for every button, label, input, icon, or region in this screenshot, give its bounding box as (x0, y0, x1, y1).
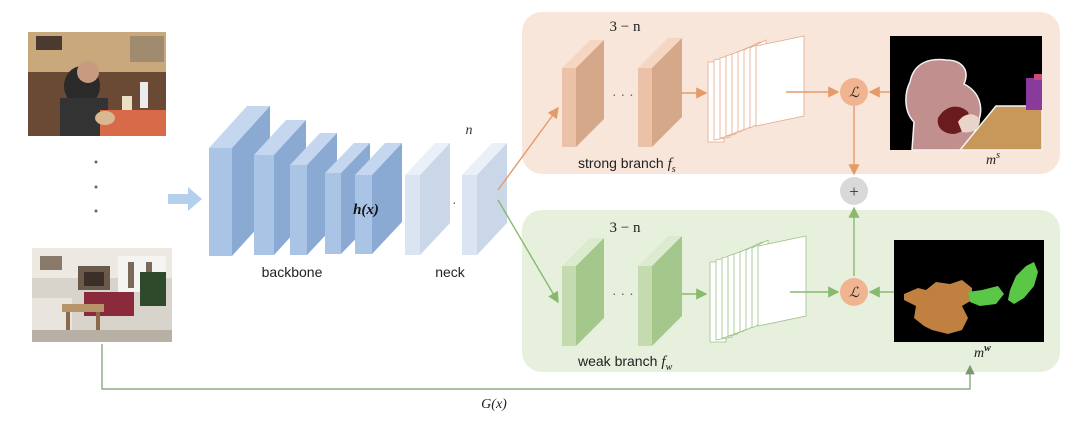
strong-mask-label: ms (986, 150, 1000, 168)
weak-mask-label: mw (974, 343, 991, 361)
feature-label: h(x) (353, 202, 379, 218)
input-image-bottom (32, 248, 172, 342)
weak-loss-symbol: ℒ (849, 286, 860, 301)
strong-loss-node (840, 78, 868, 106)
neck-layer-2 (462, 143, 507, 255)
strong-output-stack (707, 35, 805, 143)
arrow-to-strong (497, 106, 559, 191)
strong-ellipsis: · · · (612, 86, 634, 102)
input-image-top (28, 32, 166, 136)
strong-mask-image (890, 36, 1043, 151)
sum-node (840, 177, 868, 205)
input-arrow (168, 187, 202, 211)
backbone-layer-1 (209, 106, 270, 256)
backbone-layer-5 (355, 143, 402, 254)
image-list-ellipsis (94, 160, 98, 213)
weak-layer-1 (562, 238, 604, 346)
weak-ellipsis: · · · (612, 285, 634, 301)
weak-layer-2 (638, 236, 682, 346)
weak-loss-node (840, 278, 868, 306)
strong-layer-1 (562, 40, 604, 147)
strong-loss-symbol: ℒ (849, 86, 860, 101)
strong-layer-2 (638, 38, 682, 147)
neck-layer-1 (405, 143, 450, 255)
neck-count: n (466, 123, 473, 138)
sum-symbol: + (849, 182, 859, 201)
neck-label: neck (435, 264, 466, 280)
weak-output-stack (709, 235, 807, 343)
backbone-label: backbone (262, 264, 323, 280)
gx-label: G(x) (481, 397, 507, 412)
gx-connector (101, 344, 975, 390)
weak-mask-image (894, 240, 1044, 342)
arrow-to-weak (497, 199, 559, 304)
weak-count: 3 − n (610, 220, 641, 236)
strong-count: 3 − n (610, 19, 641, 35)
